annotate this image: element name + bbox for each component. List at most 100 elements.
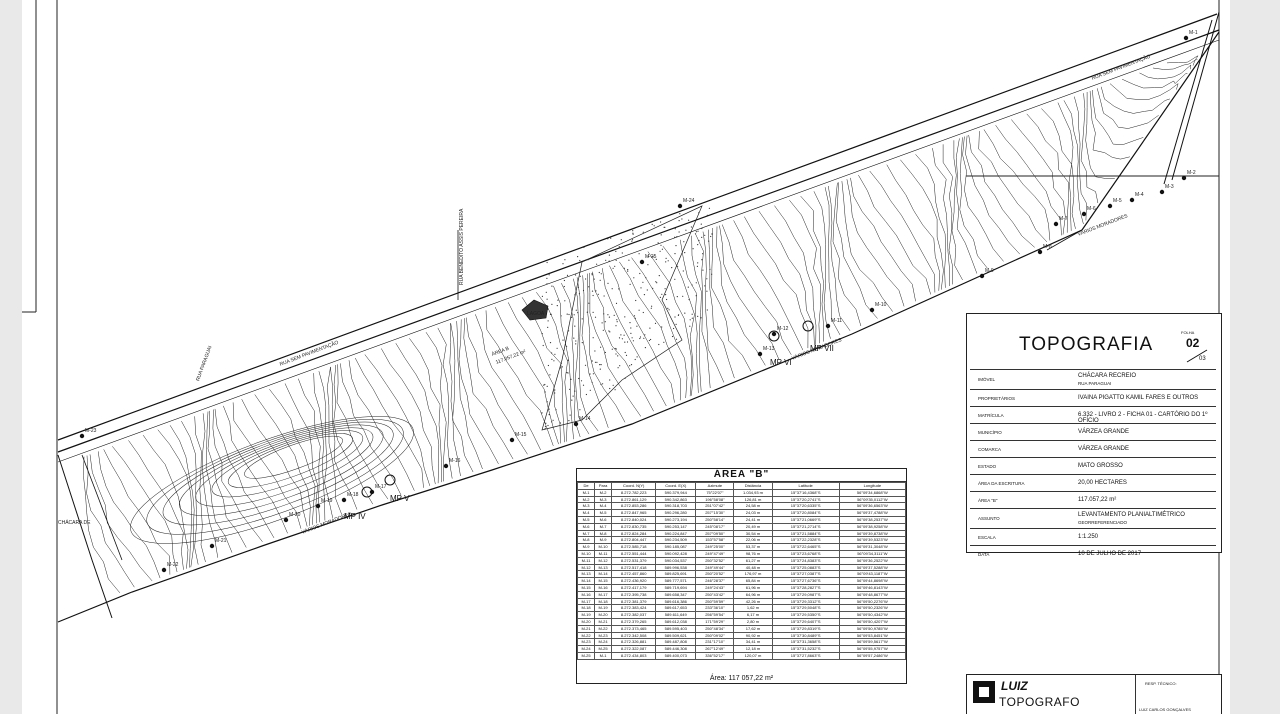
contour-line: [841, 181, 893, 312]
monument-marker: [384, 474, 396, 486]
company-logo-icon: [973, 681, 995, 703]
boundary-markers: [79, 35, 1189, 573]
mp-vi-label: MP VI: [770, 358, 792, 367]
table-cell: M-7: [594, 522, 613, 531]
table-cell: M-1: [577, 488, 596, 497]
vegetation-dot: [608, 316, 611, 318]
mp-vii-label: MP VII: [810, 344, 834, 353]
table-cell: 56°09'50,4342"W: [838, 611, 906, 619]
contour-line: [581, 275, 609, 428]
table-cell: M-3: [577, 502, 596, 511]
table-cell: M-18: [594, 597, 613, 606]
technical-responsible-label: RESP. TÉCNICO:: [1145, 681, 1177, 686]
vegetation-dot: [619, 365, 621, 367]
vegetation-dot: [556, 347, 558, 349]
contour-line: [1011, 119, 1066, 235]
vegetation-dot: [607, 314, 609, 316]
table-cell: 56°09'48,8677"W: [838, 590, 906, 599]
vegetation-dot: [674, 253, 676, 255]
vegetation-dot: [604, 321, 606, 323]
vegetation-dot: [608, 254, 611, 256]
marker-label: M-9: [985, 268, 994, 274]
contour-line: [824, 187, 841, 336]
vegetation-dot: [593, 278, 595, 280]
vegetation-dot: [659, 250, 661, 252]
vegetation-dot: [624, 351, 626, 354]
vegetation-dot: [542, 344, 544, 347]
vegetation-dot: [572, 395, 574, 397]
table-cell: 589.616,386: [655, 597, 697, 606]
vegetation-dot: [636, 356, 638, 358]
contour-line: [1152, 59, 1196, 70]
marker-label: M-17: [375, 484, 387, 490]
contour-loop: [130, 416, 414, 544]
table-cell: 56°09'38,9258"W: [838, 522, 906, 531]
east-road-line: [1163, 19, 1213, 185]
table-cell: 8.272.517,418: [611, 563, 657, 572]
vegetation-dot: [648, 339, 651, 342]
table-cell: 589.996,538: [655, 563, 697, 572]
vegetation-dot: [704, 234, 706, 236]
table-cell: 61,96 m: [733, 583, 773, 592]
vegetation-dot: [632, 230, 634, 232]
table-cell: 8.272.417,179: [611, 583, 657, 592]
vegetation-dot: [563, 285, 565, 288]
marker-label: M-5: [1113, 198, 1122, 204]
table-cell: 196°58'08": [695, 495, 735, 504]
table-cell: 15°37'22,2328"S: [771, 536, 840, 545]
contour-line: [449, 323, 461, 477]
table-cell: 153°57'58": [695, 536, 735, 545]
contour-line: [576, 277, 599, 432]
table-cell: 56°09'39,5323"W: [838, 536, 906, 545]
vegetation-dot: [547, 364, 550, 367]
vegetation-dot: [554, 353, 556, 355]
contour-line: [846, 179, 905, 307]
vegetation-dot: [663, 226, 665, 228]
title-field-subvalue: GEORREFERENCIADO: [1078, 520, 1128, 525]
contour-line: [202, 413, 219, 558]
contour-line: [521, 297, 565, 443]
vegetation-dot: [708, 207, 711, 209]
vegetation-dot: [658, 275, 660, 277]
left-edge-label: CHÁCARA DE: [58, 520, 91, 526]
vegetation-dot: [700, 223, 702, 225]
contour-line: [207, 410, 247, 548]
title-field-key: ÁREA "B": [978, 497, 998, 503]
table-cell: 75°22'07": [695, 488, 735, 497]
boundary-marker: [639, 259, 645, 265]
contour-line: [955, 138, 978, 274]
table-cell: 15°37'16,4368"S: [771, 488, 840, 497]
contour-line: [354, 357, 424, 488]
vegetation-dot: [587, 259, 589, 261]
vegetation-dot: [666, 298, 668, 301]
table-cell: M-15: [594, 577, 613, 585]
contour-line: [800, 195, 824, 342]
vegetation-dot: [687, 286, 689, 288]
contour-line: [86, 455, 135, 588]
contour-line: [695, 234, 711, 389]
vegetation-dot: [544, 383, 546, 386]
vegetation-dot: [614, 389, 616, 391]
vegetation-dot: [697, 244, 699, 246]
logo-divider: [1135, 675, 1136, 714]
vegetation-dot: [708, 240, 710, 242]
vegetation-dot: [643, 337, 645, 339]
table-cell: 257°15'30": [695, 509, 735, 517]
contour-line: [437, 327, 453, 479]
table-cell: 24,58 m: [733, 502, 773, 511]
vegetation-dot: [545, 422, 547, 424]
table-cell: 250°20'52": [695, 570, 735, 579]
marker-label: M-21: [215, 538, 227, 544]
table-cell: 56°09'59,5617"W: [838, 638, 906, 647]
table-cell: 590.224,847: [655, 529, 697, 538]
vegetation-dot: [566, 372, 568, 374]
contour-loop: [211, 430, 364, 498]
vegetation-dot: [564, 259, 566, 261]
contour-line: [181, 420, 199, 565]
contour-line: [702, 231, 725, 383]
vegetation-dot: [696, 265, 699, 267]
vegetation-dot: [579, 259, 581, 262]
vegetation-dot: [711, 273, 713, 275]
